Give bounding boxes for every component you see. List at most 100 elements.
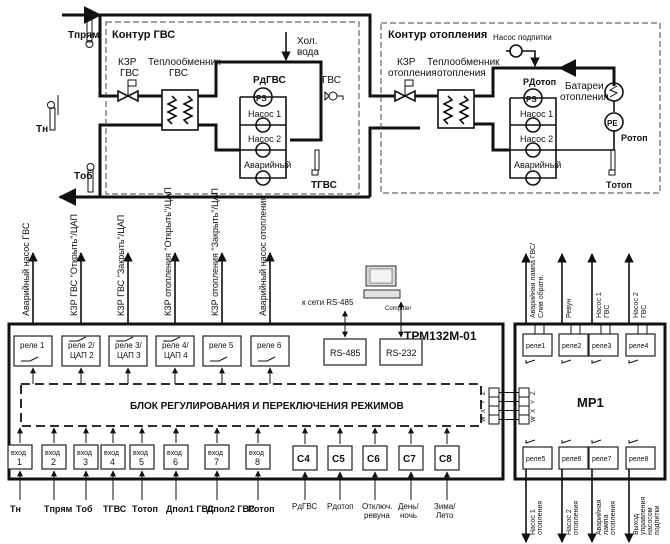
- input-box: [245, 444, 271, 470]
- digital-signal-label-2: Лето: [436, 511, 454, 520]
- relay-signal-label: Насос 2: [633, 292, 640, 318]
- cold-water-label-2: вода: [297, 47, 319, 58]
- sensor-t-heating: [608, 149, 616, 176]
- heating-circuit-title: Контур отопления: [388, 29, 487, 41]
- dhw-emergency-pump-label: Аварийный: [244, 160, 291, 170]
- relay-box: [588, 446, 619, 470]
- heating-emergency-pump-label: Аварийный: [514, 160, 561, 170]
- dhw-hx-label-2: ГВС: [169, 68, 188, 79]
- dhw-valve-label-2: ГВС: [120, 68, 139, 79]
- dhw-emergency-pump-icon: [255, 170, 271, 186]
- relay-label: реле 1: [20, 341, 45, 350]
- bus-pin-label: Y: [531, 400, 537, 404]
- digital-input-box: [434, 445, 460, 471]
- output-signal-label: Аварийный насос отопления: [258, 196, 268, 316]
- input-signal-label: TГВС: [103, 504, 127, 514]
- input-signal-label: Tпрям: [44, 504, 73, 514]
- input-number: 8: [255, 457, 260, 467]
- bus-pin-label: Z: [531, 391, 537, 395]
- heating-emergency-pump-icon: [525, 170, 541, 186]
- output-signal-label: КЗР ГВС "Закрыть"/ЦАП: [116, 215, 126, 316]
- heating-pump2-label: Насос 2: [520, 134, 553, 144]
- relay-signal-label: Аварийная лампа ГВС/: [529, 243, 537, 318]
- digital-input-label: С7: [403, 454, 416, 465]
- input-box-label: вход: [11, 450, 26, 457]
- heating-pressure-label: PДотоп: [523, 77, 556, 87]
- radiators-label: Батареи: [565, 81, 604, 92]
- digital-signal-label: PдГВС: [292, 502, 317, 511]
- relay-signal-label: насосом: [647, 507, 654, 535]
- relay-box: [625, 333, 656, 357]
- bus-pin-label: X: [481, 409, 487, 413]
- relay-box: [13, 335, 53, 367]
- input-number: 6: [173, 457, 178, 467]
- dhw-circuit: Контур ГВС КЗР ГВС Теплообменник ГВС Хол…: [105, 21, 360, 195]
- dhw-pump2-label: Насос 2: [248, 134, 281, 144]
- relay-signal-label-2: ГВС: [604, 305, 611, 318]
- relay-label: реле5: [526, 456, 546, 463]
- digital-signal-label: Зима/: [434, 502, 456, 511]
- sensor-t-dhw: [311, 149, 320, 176]
- mr1-relay-2: реле2 Ревун: [557, 253, 589, 364]
- digital-input-label: С5: [332, 454, 345, 465]
- relay-label: реле2: [562, 343, 582, 350]
- bus-pin-trm: [488, 387, 500, 398]
- relay-box: [61, 335, 101, 367]
- heating-circuit: Контур отопления Насос подпитки КЗР отоп…: [380, 22, 661, 194]
- relay-signal-label: отопления: [537, 501, 544, 535]
- relay-label-2: ЦАП 2: [70, 351, 94, 360]
- input-box: [204, 444, 230, 470]
- dhw-tap-label: ГВС: [322, 75, 341, 86]
- relay-box: [558, 446, 589, 470]
- input-box-label: вход: [167, 450, 182, 457]
- relay-label: реле1: [526, 343, 546, 350]
- input-box-label: вход: [104, 450, 119, 457]
- relay-box: [522, 333, 553, 357]
- bus-pin-mr1: [518, 414, 530, 425]
- sensor-t-outdoor: Tн: [36, 95, 59, 135]
- bus-pin-trm: [488, 396, 500, 407]
- relay-box: [558, 333, 589, 357]
- dhw-tap-icon: [324, 90, 344, 102]
- input-box: [73, 444, 99, 470]
- heating-ps-label: PS: [526, 95, 537, 104]
- relay-label: реле4: [629, 343, 649, 350]
- input-signal-label: Tоб: [76, 504, 93, 514]
- digital-signal-label: Отключ.: [362, 502, 392, 511]
- mr1-enclosure: [513, 322, 667, 481]
- dhw-circuit-title: Контур ГВС: [112, 29, 175, 41]
- relay-signal-label: Аварийная: [595, 499, 603, 535]
- t-return-label: Tоб: [74, 170, 92, 182]
- relay-label: реле3: [592, 343, 612, 350]
- relay-signal-label: Ревун: [566, 299, 573, 318]
- output-signal-label: КЗР отопления "Открыть"/ЦАП: [163, 187, 173, 316]
- relay-contact-icon: [21, 356, 39, 362]
- input-box-label: вход: [45, 450, 60, 457]
- digital-input-box: [362, 445, 388, 471]
- digital-signal-label-2: ночь: [400, 511, 417, 520]
- input-number: 2: [51, 457, 56, 467]
- t-supply-label: Tпрям: [68, 30, 99, 41]
- input-signal-label: Дпол2 ГВС: [207, 504, 256, 514]
- makeup-pump-icon: [509, 44, 523, 58]
- relay-signal-label: Выход: [633, 514, 640, 535]
- control-block-label: БЛОК РЕГУЛИРОВАНИЯ И ПЕРЕКЛЮЧЕНИЯ РЕЖИМО…: [130, 401, 404, 412]
- mr1-title: МР1: [577, 395, 604, 410]
- relay-label: реле 3/: [115, 341, 142, 350]
- digital-input-label: С8: [439, 454, 452, 465]
- hydraulic-scheme: Tпрям Tн Tоб Контур ГВС КЗР ГВС Теплоо: [36, 6, 661, 206]
- supply-branch: [98, 15, 118, 98]
